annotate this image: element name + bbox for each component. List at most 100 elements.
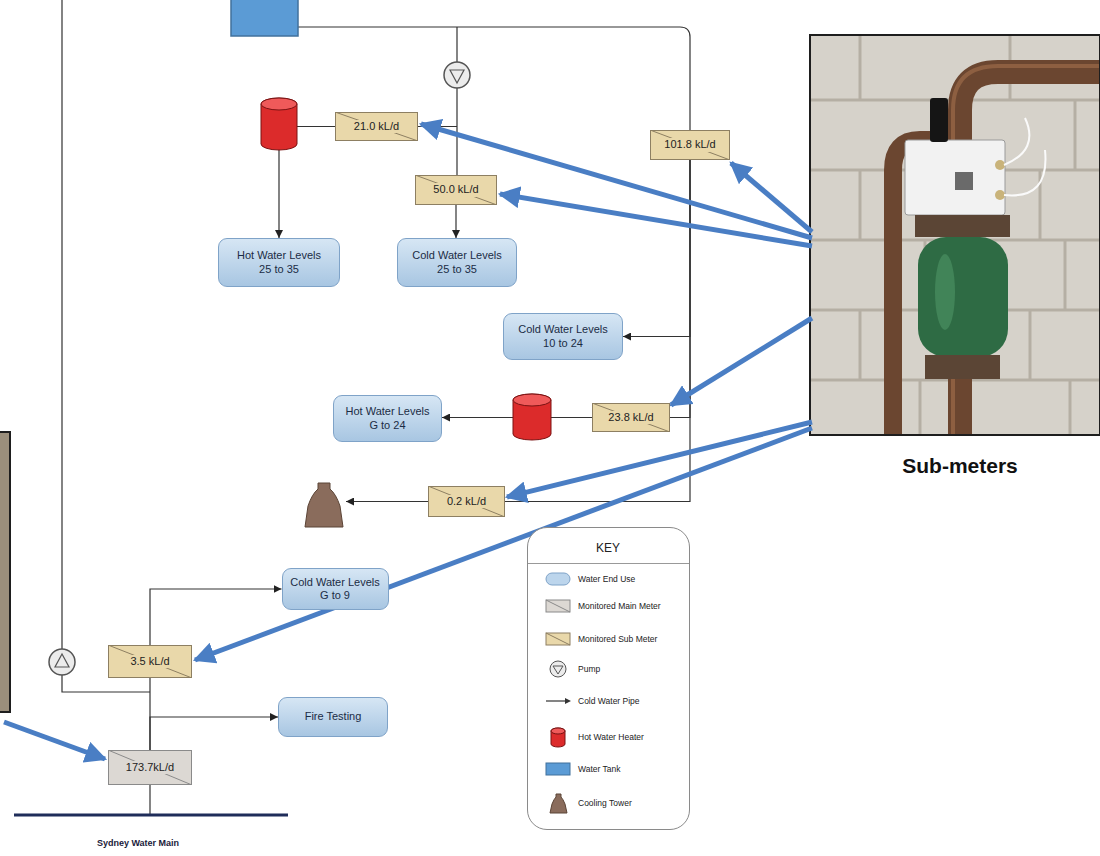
cold-water-pipe [346,501,428,502]
sub-meter-box: 23.8 kL/d [592,403,670,432]
sub-meter-photo [810,35,1100,435]
end-use-label: Cold Water Levels 10 to 24 [516,323,611,349]
legend-row: Monitored Sub Meter [528,627,689,651]
legend-swatch [546,633,570,645]
water-end-use-box: Hot Water Levels 25 to 35 [218,238,340,287]
callout-arrow [4,722,105,759]
flow-reading: 23.8 kL/d [606,411,655,424]
sub-meter-photo [810,35,1100,440]
water-end-use-box: Hot Water Levels G to 24 [333,395,442,442]
sub-meter-photo [905,140,1005,215]
legend-label: Monitored Sub Meter [578,627,657,651]
callout-arrow [500,194,812,246]
main-meter-photo [0,432,10,712]
meter-hatch [335,112,418,141]
legend-label: Pump [578,657,600,681]
main-meter-box: 173.7kL/d [108,750,192,785]
legend-label: Cold Water Pipe [578,689,640,713]
legend-swatch [546,600,570,612]
sub-meter-box: 0.2 kL/d [428,486,505,517]
legend-swatch [544,689,574,713]
pump-symbol [49,649,75,675]
flow-reading: 101.8 kL/d [662,138,717,151]
pump-symbol [444,62,470,88]
flow-reading: 3.5 kL/d [128,655,171,668]
legend-label: Monitored Main Meter [578,594,661,618]
legend-swatch [544,757,574,781]
callout-arrow [195,428,812,660]
sub-meter-photo [810,35,1100,435]
end-use-label: Hot Water Levels G to 24 [340,405,435,431]
legend-swatch [546,633,570,645]
legend-swatch [551,728,565,747]
pump-symbol [444,62,470,88]
cold-water-pipe [62,0,150,692]
sub-meter-photo [930,98,948,142]
photo-caption: Sub-meters [902,454,1018,478]
sub-meter-photo [995,190,1005,200]
pipe-connector [149,678,150,750]
pump-symbol [49,649,75,675]
flow-reading: 173.7kL/d [124,761,176,774]
legend-box: Water End UseMonitored Main MeterMonitor… [527,527,690,830]
sub-meter-photo [1004,118,1045,195]
sub-meter-photo [925,355,1000,379]
hot-water-heater [261,98,297,150]
legend-row: Hot Water Heater [528,725,689,749]
sub-meter-box: 50.0 kL/d [415,175,497,205]
legend-label: Water End Use [578,567,635,591]
legend-label: Hot Water Heater [578,725,644,749]
legend-swatch [550,661,566,677]
legend-swatch [544,791,574,815]
legend-swatch [544,657,574,681]
legend-swatch [544,594,574,618]
water-end-use-box: Cold Water Levels 10 to 24 [503,313,623,360]
cold-water-pipe [149,785,150,815]
legend-swatch [553,666,563,674]
legend-swatch [550,794,567,813]
pump-symbol [55,654,69,667]
legend-swatch [551,728,565,734]
flow-reading: 21.0 kL/d [352,120,401,133]
legend-label: Cooling Tower [578,791,632,815]
legend-row: Cold Water Pipe [528,689,689,713]
hot-water-heater [261,98,297,110]
legend-row: Water End Use [528,567,689,591]
legend-swatch [546,573,570,585]
legend-swatch [546,700,566,701]
legend-label: Water Tank [578,757,621,781]
sub-meter-box: 21.0 kL/d [335,112,418,141]
hot-water-heater [513,394,551,440]
meter-hatch [650,130,730,160]
water-end-use-box: Cold Water Levels G to 9 [282,568,389,610]
end-use-label: Cold Water Levels G to 9 [288,576,383,602]
sub-meter-photo [915,215,1010,237]
pipe-connector [150,717,278,750]
sub-meter-photo [918,237,1008,357]
legend-swatch [544,567,574,591]
callout-arrow [731,163,812,232]
meter-hatch [108,645,192,678]
callout-arrow [4,124,812,759]
legend-swatch [546,600,570,612]
meter-hatch [108,750,192,785]
legend-swatch [544,627,574,651]
pipe-connector [455,205,456,238]
pump-symbol [450,70,464,83]
meter-hatch [428,486,505,517]
hot-water-heater [513,394,551,406]
cooling-tower [305,483,343,527]
sub-meter-box: 3.5 kL/d [108,645,192,678]
end-use-label: Fire Testing [305,710,362,723]
sub-meter-photo [935,254,955,330]
legend-row: Cooling Tower [528,791,689,815]
legend-row: Pump [528,657,689,681]
flow-reading: 50.0 kL/d [431,183,480,196]
water-end-use-box: Fire Testing [278,697,388,737]
legend-divider [528,563,689,564]
legend-heading: KEY [596,541,620,555]
sub-meter-photo [955,172,973,190]
hot-water-heater [513,394,551,440]
meter-hatch [592,403,670,432]
